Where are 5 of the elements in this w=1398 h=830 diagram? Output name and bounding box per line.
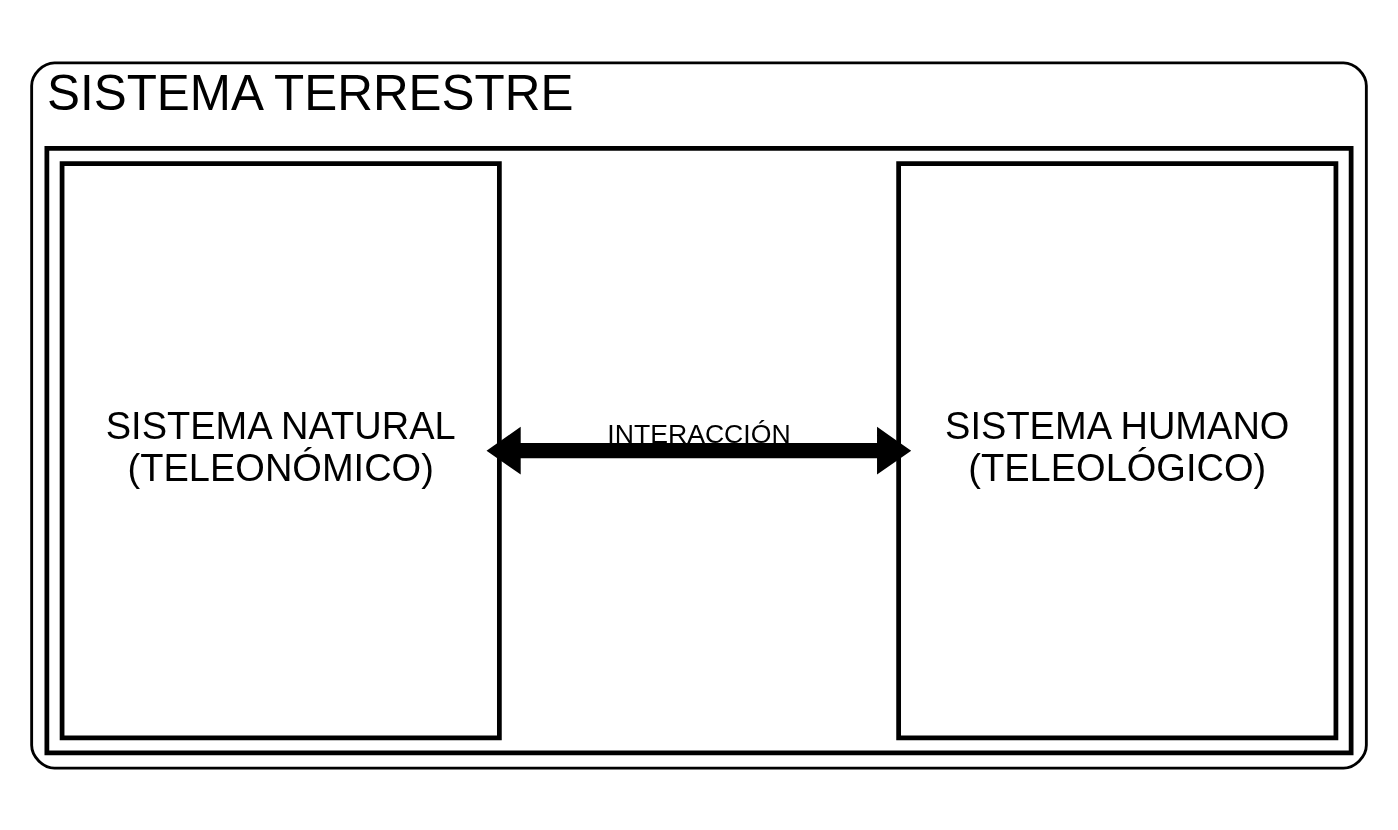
arrow (486, 426, 912, 475)
edge-label: INTERACCIÓN (607, 418, 791, 449)
node-box: SISTEMA NATURAL (TELEONÓMICO) (59, 160, 502, 740)
cluster (44, 145, 1354, 755)
node-box: SISTEMA HUMANO (TELEOLÓGICO) (896, 160, 1339, 740)
